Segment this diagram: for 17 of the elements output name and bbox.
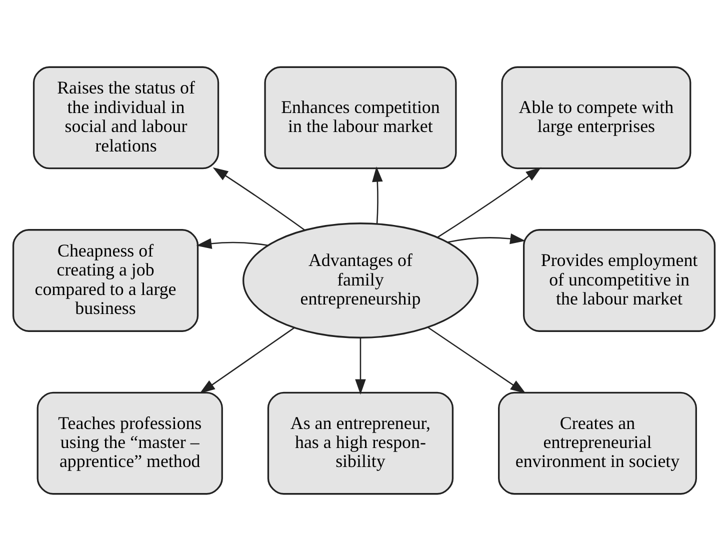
node-box: Cheapness of creating a job compared to a large business xyxy=(12,228,199,332)
node-box: Enhances competition in the labour market xyxy=(264,66,457,169)
arrow xyxy=(372,166,383,224)
arrow xyxy=(355,337,366,394)
arrow xyxy=(196,238,268,248)
node-box: Able to compete with large enterprises xyxy=(501,66,692,169)
arrow xyxy=(212,166,306,230)
node-box: Provides employment of uncompetitive in the labour market xyxy=(523,228,716,332)
arrow xyxy=(200,326,295,394)
node-ellipse: Advantages of family entrepreneurship xyxy=(242,222,478,338)
arrow xyxy=(427,326,526,394)
node-box: As an entrepreneur, has a high respon- sibility xyxy=(267,391,454,494)
arrow xyxy=(447,232,526,244)
node-box: Creates an entrepreneurial environment in society xyxy=(498,391,697,494)
arrow xyxy=(437,166,542,238)
node-box: Raises the status of the individual in social and labour relations xyxy=(32,66,220,169)
node-box: Teaches professions using the “master – apprentice” method xyxy=(36,391,223,494)
